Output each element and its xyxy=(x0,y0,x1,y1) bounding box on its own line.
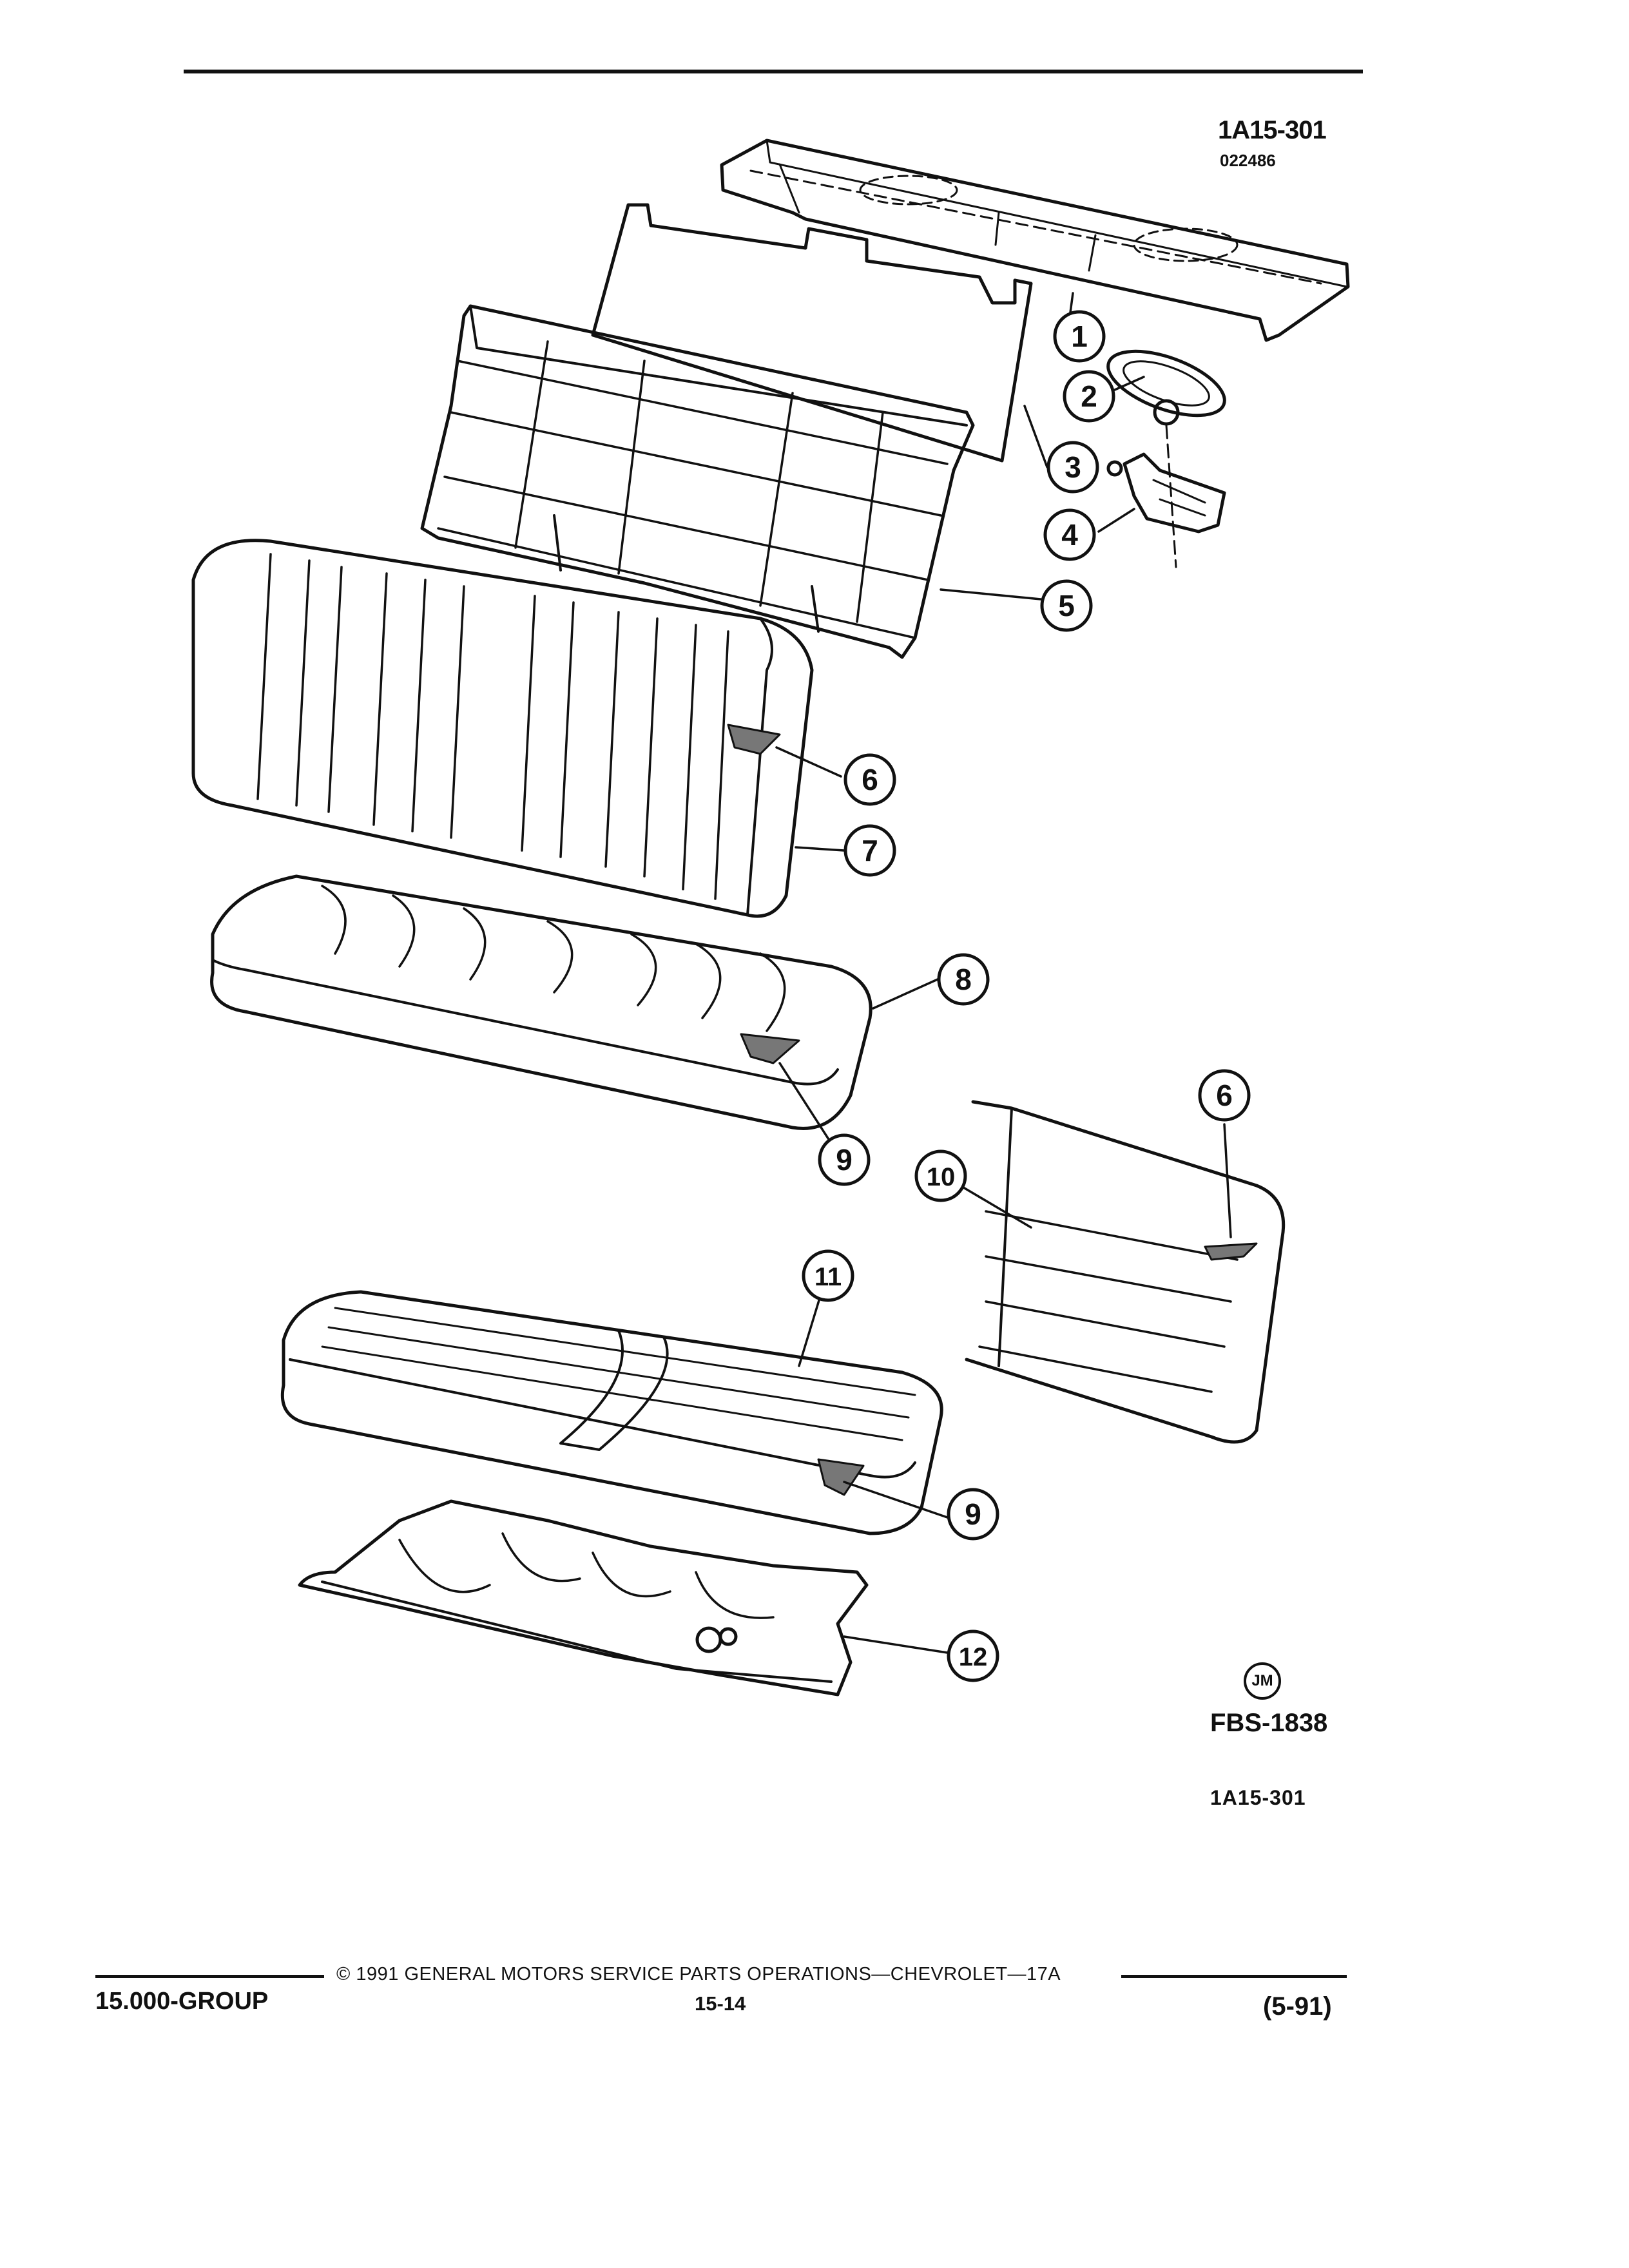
footer-group: 15.000-GROUP xyxy=(95,1988,269,2015)
callout-2-label: 2 xyxy=(1081,380,1097,413)
part-seat-frame xyxy=(298,1499,869,1696)
callout-9a: 9 xyxy=(818,1133,871,1186)
drawing-id: FBS-1838 xyxy=(1210,1709,1328,1737)
callout-7-label: 7 xyxy=(862,834,878,867)
footer-date: (5-91) xyxy=(1263,1992,1332,2021)
callout-8-label: 8 xyxy=(955,963,972,996)
footer-rule-right xyxy=(1121,1975,1347,1978)
callout-6a-label: 6 xyxy=(862,763,878,796)
leader-lines xyxy=(775,292,1232,1654)
part-speaker xyxy=(1106,349,1226,568)
callout-10: 10 xyxy=(914,1149,967,1202)
callouts: 1 2 3 4 5 6 7 8 9 6 10 11 9 12 xyxy=(802,310,1251,1682)
callout-3-label: 3 xyxy=(1065,450,1081,484)
callout-4: 4 xyxy=(1043,508,1096,561)
part-speaker-bracket xyxy=(1106,452,1226,533)
callout-6b-label: 6 xyxy=(1216,1079,1233,1112)
part-seat-back-variant xyxy=(965,1100,1286,1444)
callout-10-label: 10 xyxy=(927,1163,956,1191)
reference-code-lower: 1A15-301 xyxy=(1210,1786,1306,1809)
callout-8: 8 xyxy=(937,953,990,1006)
callout-9b: 9 xyxy=(947,1488,999,1541)
part-seat-cushion-variant xyxy=(280,1290,943,1535)
reference-subcode: 022486 xyxy=(1220,151,1276,170)
callout-1: 1 xyxy=(1053,310,1106,363)
callout-4-label: 4 xyxy=(1061,518,1078,552)
footer-copyright: © 1991 GENERAL MOTORS SERVICE PARTS OPER… xyxy=(336,1964,1061,1984)
callout-1-label: 1 xyxy=(1071,320,1088,353)
part-seat-back-frame xyxy=(420,304,975,659)
part-package-shelf xyxy=(720,139,1350,342)
reference-code: 1A15-301 xyxy=(1218,116,1327,144)
callout-5: 5 xyxy=(1040,579,1093,632)
part-seat-back-cushion xyxy=(191,539,814,918)
callout-11-label: 11 xyxy=(815,1263,842,1291)
part-back-panel xyxy=(591,203,1033,463)
artist-mark: JM xyxy=(1244,1662,1281,1700)
callout-12: 12 xyxy=(947,1629,999,1682)
callout-11: 11 xyxy=(802,1249,854,1302)
callout-6b: 6 xyxy=(1198,1069,1251,1122)
callout-9a-label: 9 xyxy=(836,1143,853,1177)
callout-3: 3 xyxy=(1046,441,1099,494)
callout-7: 7 xyxy=(843,824,896,877)
footer-rule-left xyxy=(95,1975,324,1978)
callout-12-label: 12 xyxy=(959,1643,988,1671)
footer-page-number: 15-14 xyxy=(695,1992,746,2015)
callout-2: 2 xyxy=(1063,370,1115,423)
callout-9b-label: 9 xyxy=(965,1497,981,1531)
header-rule xyxy=(184,70,1363,73)
callout-6a: 6 xyxy=(843,753,896,806)
callout-5-label: 5 xyxy=(1058,589,1075,622)
